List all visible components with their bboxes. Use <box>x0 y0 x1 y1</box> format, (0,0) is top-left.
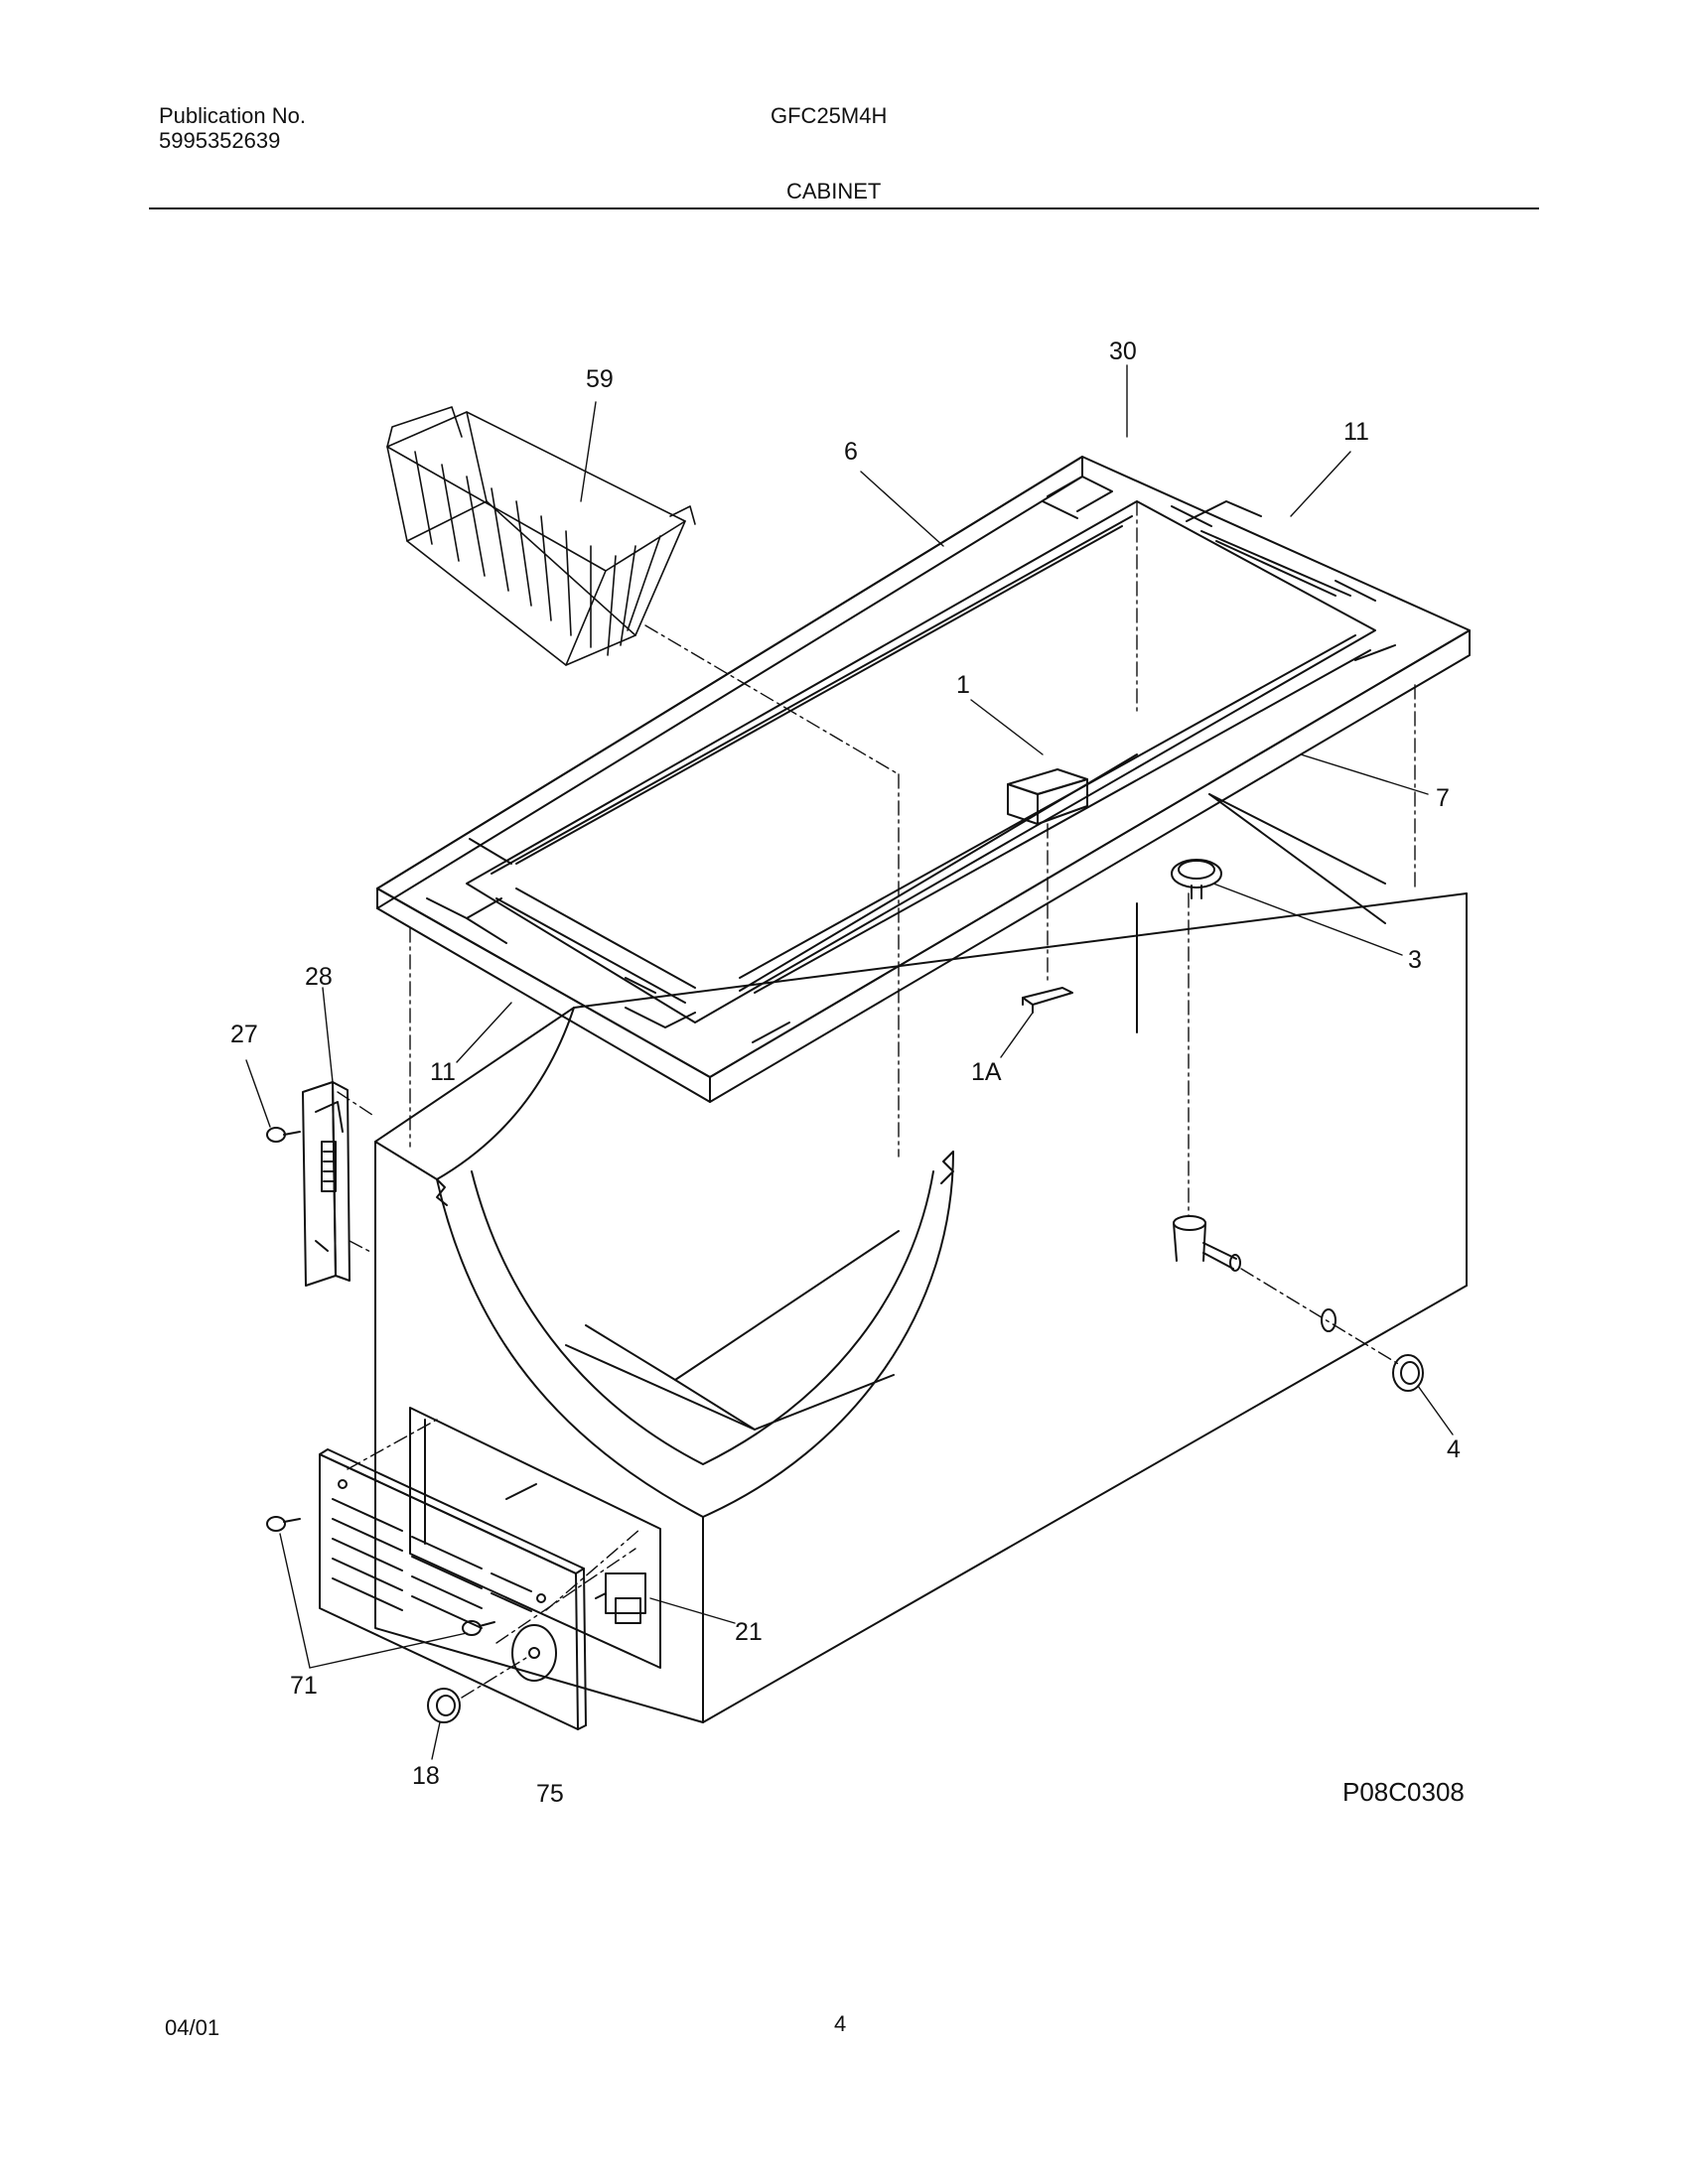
hinge-screw-part <box>266 1127 301 1143</box>
leader-lines <box>245 364 1454 1760</box>
header-rule <box>149 207 1539 209</box>
callout-59: 59 <box>586 365 614 393</box>
callout-11-rear: 11 <box>1343 418 1369 446</box>
publication-number: 5995352639 <box>159 128 281 154</box>
drain-plug-part <box>1392 1354 1424 1392</box>
callout-21: 21 <box>735 1618 763 1646</box>
callout-27: 27 <box>230 1021 258 1048</box>
page-number: 4 <box>834 2011 847 2036</box>
callout-4: 4 <box>1447 1435 1461 1463</box>
callout-labels: 59 30 6 11 1 7 3 28 27 11 1A 4 21 71 18 … <box>230 338 1461 1808</box>
breaker-frame <box>376 456 1471 1103</box>
publication-label: Publication No. <box>159 103 306 128</box>
grille-part <box>319 1448 587 1730</box>
callout-11-front: 11 <box>430 1058 456 1086</box>
callout-7: 7 <box>1436 784 1450 812</box>
callout-18: 18 <box>412 1762 440 1790</box>
callout-30: 30 <box>1109 338 1137 365</box>
callout-6: 6 <box>844 438 858 466</box>
callout-28: 28 <box>305 963 333 991</box>
grille-screws-part <box>266 1516 495 1636</box>
figure-id: P08C0308 <box>1342 1777 1465 1807</box>
callout-1: 1 <box>956 671 970 699</box>
handle-insert-part <box>1022 987 1073 1014</box>
drain-cap-part <box>1171 859 1222 899</box>
cabinet-body <box>374 793 1468 1723</box>
callout-3: 3 <box>1408 946 1422 974</box>
section-title: CABINET <box>786 179 882 204</box>
grommet-part <box>427 1688 461 1723</box>
model-number: GFC25M4H <box>771 103 888 128</box>
wire-basket <box>386 406 696 666</box>
compartment-opening <box>409 1407 661 1669</box>
callout-71: 71 <box>290 1672 318 1700</box>
drain-tube-part <box>1173 1215 1336 1332</box>
assembly-lines <box>337 500 1416 1699</box>
callout-1a: 1A <box>971 1058 1002 1086</box>
cord-clip-part <box>595 1572 646 1624</box>
handle-part <box>1007 768 1088 825</box>
publication-block: Publication No. 5995352639 <box>159 103 306 154</box>
footer-date: 04/01 <box>165 2015 220 2040</box>
callout-75: 75 <box>536 1780 564 1808</box>
hinge-part <box>302 1081 351 1287</box>
